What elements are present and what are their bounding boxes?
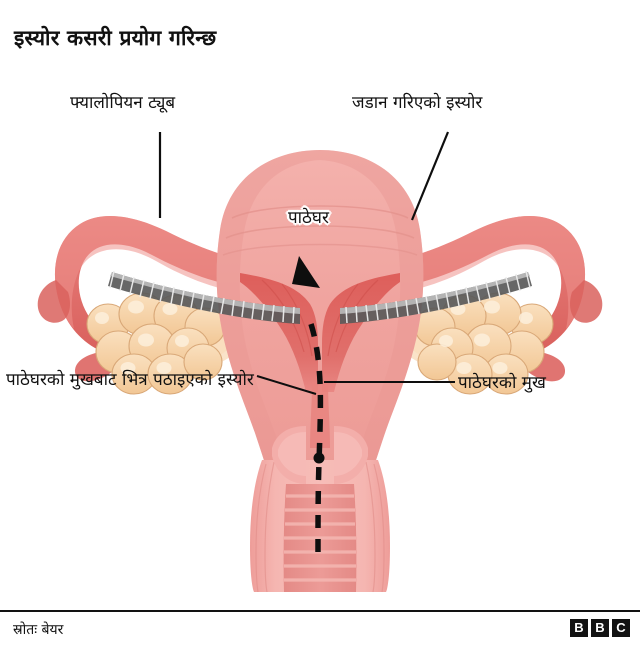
cervix-marker-dot <box>313 452 325 464</box>
bbc-logo: B B C <box>570 619 630 637</box>
source-attribution: स्रोतः बेयर <box>13 622 64 638</box>
leader-insertion <box>256 375 317 395</box>
label-fallopian-tube: फ्यालोपियन ट्यूब <box>70 93 176 113</box>
bbc-logo-block-1: B <box>570 619 588 637</box>
label-cervix: पाठेघरको मुख <box>458 373 546 393</box>
label-inserted-iud: जडान गरिएको इस्योर <box>352 93 483 113</box>
uterus-diagram-svg <box>37 131 603 592</box>
cervix-and-vagina <box>250 426 390 592</box>
insertion-path-arrow <box>292 256 325 553</box>
page-title: इस्योर कसरी प्रयोग गरिन्छ <box>14 26 217 51</box>
label-uterus: पाठेघर <box>288 208 329 228</box>
right-ovary <box>378 288 554 395</box>
uterus-body <box>216 150 424 484</box>
anatomy-illustration <box>0 52 640 592</box>
leader-lines <box>158 131 455 395</box>
iud-device <box>108 270 532 324</box>
bbc-logo-block-3: C <box>612 619 630 637</box>
bbc-logo-block-2: B <box>591 619 609 637</box>
leader-inserted-iud <box>410 131 450 221</box>
left-ovary <box>86 288 262 395</box>
label-insertion-path: पाठेघरको मुखबाट भित्र पठाइएको इस्योर <box>6 370 254 390</box>
footer-divider <box>0 610 640 612</box>
